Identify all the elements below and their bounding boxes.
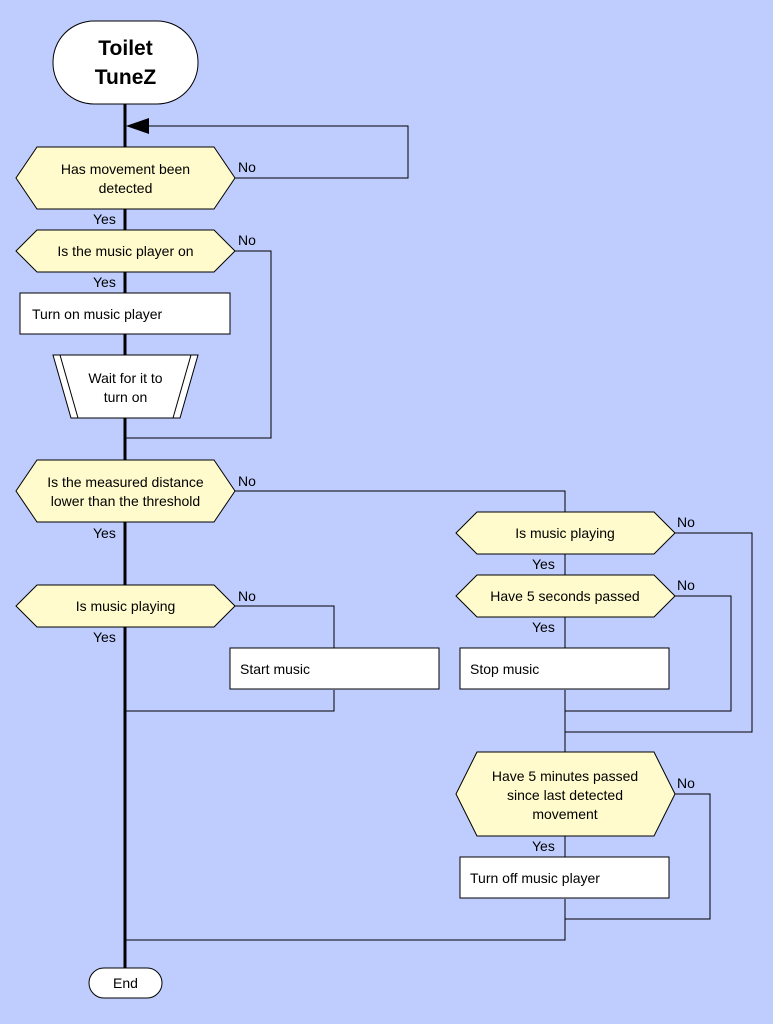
- minutes-no-line: [565, 793, 711, 920]
- process-stop-music-label: Stop music: [470, 661, 539, 677]
- distance-no-line: [234, 490, 566, 512]
- decision-movement-line-1: Has movement been: [61, 161, 190, 177]
- process-wait-line-2: turn on: [104, 389, 148, 405]
- movement-no-label: No: [238, 159, 256, 175]
- decision-player-on: Is the music player on: [15, 229, 236, 273]
- process-turn-off-player-label: Turn off music player: [470, 870, 600, 886]
- movement-yes-label: Yes: [93, 211, 116, 227]
- playing-left-yes-label: Yes: [93, 629, 116, 645]
- player-on-yes-label: Yes: [93, 274, 116, 290]
- process-start-music-label: Start music: [240, 661, 310, 677]
- decision-movement-line-2: detected: [99, 180, 153, 196]
- decision-playing-left: Is music playing: [15, 584, 236, 628]
- decision-playing-right-line-1: Is music playing: [515, 525, 615, 541]
- seconds-no-line: [565, 595, 732, 712]
- start-terminator: Toilet TuneZ: [52, 20, 199, 105]
- playing-right-yes-label: Yes: [532, 556, 555, 572]
- five-seconds-no-label: No: [677, 577, 695, 593]
- playing-right-no-line: [565, 532, 753, 733]
- five-seconds-yes-label: Yes: [532, 619, 555, 635]
- decision-distance: Is the measured distance lower than the …: [15, 459, 236, 523]
- five-minutes-no-label: No: [677, 775, 695, 791]
- decision-distance-line-2: lower than the threshold: [51, 493, 200, 509]
- decision-player-on-line-1: Is the music player on: [57, 243, 193, 259]
- decision-five-seconds-line-1: Have 5 seconds passed: [490, 588, 639, 604]
- decision-five-minutes: Have 5 minutes passed since last detecte…: [455, 751, 676, 837]
- decision-movement: Has movement been detected: [15, 146, 236, 210]
- decision-five-minutes-line-2: since last detected: [507, 787, 623, 803]
- title-line-1: Toilet: [98, 37, 152, 60]
- end-label: End: [113, 975, 138, 991]
- process-turn-off-player: Turn off music player: [459, 856, 670, 899]
- decision-playing-right: Is music playing: [455, 511, 676, 555]
- title-line-2: TuneZ: [95, 66, 157, 89]
- process-wait-line-1: Wait for it to: [88, 370, 162, 386]
- process-stop-music: Stop music: [459, 647, 670, 690]
- turn-off-merge-line: [125, 899, 566, 941]
- decision-distance-line-1: Is the measured distance: [47, 474, 204, 490]
- process-turn-on-player: Turn on music player: [19, 292, 231, 335]
- playing-right-no-label: No: [677, 514, 695, 530]
- decision-five-minutes-line-3: movement: [532, 806, 597, 822]
- decision-five-seconds: Have 5 seconds passed: [455, 574, 676, 618]
- playing-left-no-label: No: [238, 588, 256, 604]
- playing-left-no-line: [234, 605, 335, 648]
- process-wait: Wait for it to turn on: [52, 354, 199, 419]
- distance-no-label: No: [238, 473, 256, 489]
- process-start-music: Start music: [229, 647, 440, 690]
- player-on-no-line: [125, 250, 272, 439]
- start-music-merge-line: [125, 690, 335, 712]
- decision-five-minutes-line-1: Have 5 minutes passed: [492, 768, 638, 784]
- five-minutes-yes-label: Yes: [532, 838, 555, 854]
- process-turn-on-player-label: Turn on music player: [32, 306, 163, 322]
- end-terminator: End: [88, 967, 163, 999]
- decision-playing-left-line-1: Is music playing: [76, 598, 176, 614]
- distance-yes-label: Yes: [93, 525, 116, 541]
- player-on-no-label: No: [238, 232, 256, 248]
- loop-arrowhead: [126, 118, 149, 134]
- movement-no-loop: [149, 125, 409, 179]
